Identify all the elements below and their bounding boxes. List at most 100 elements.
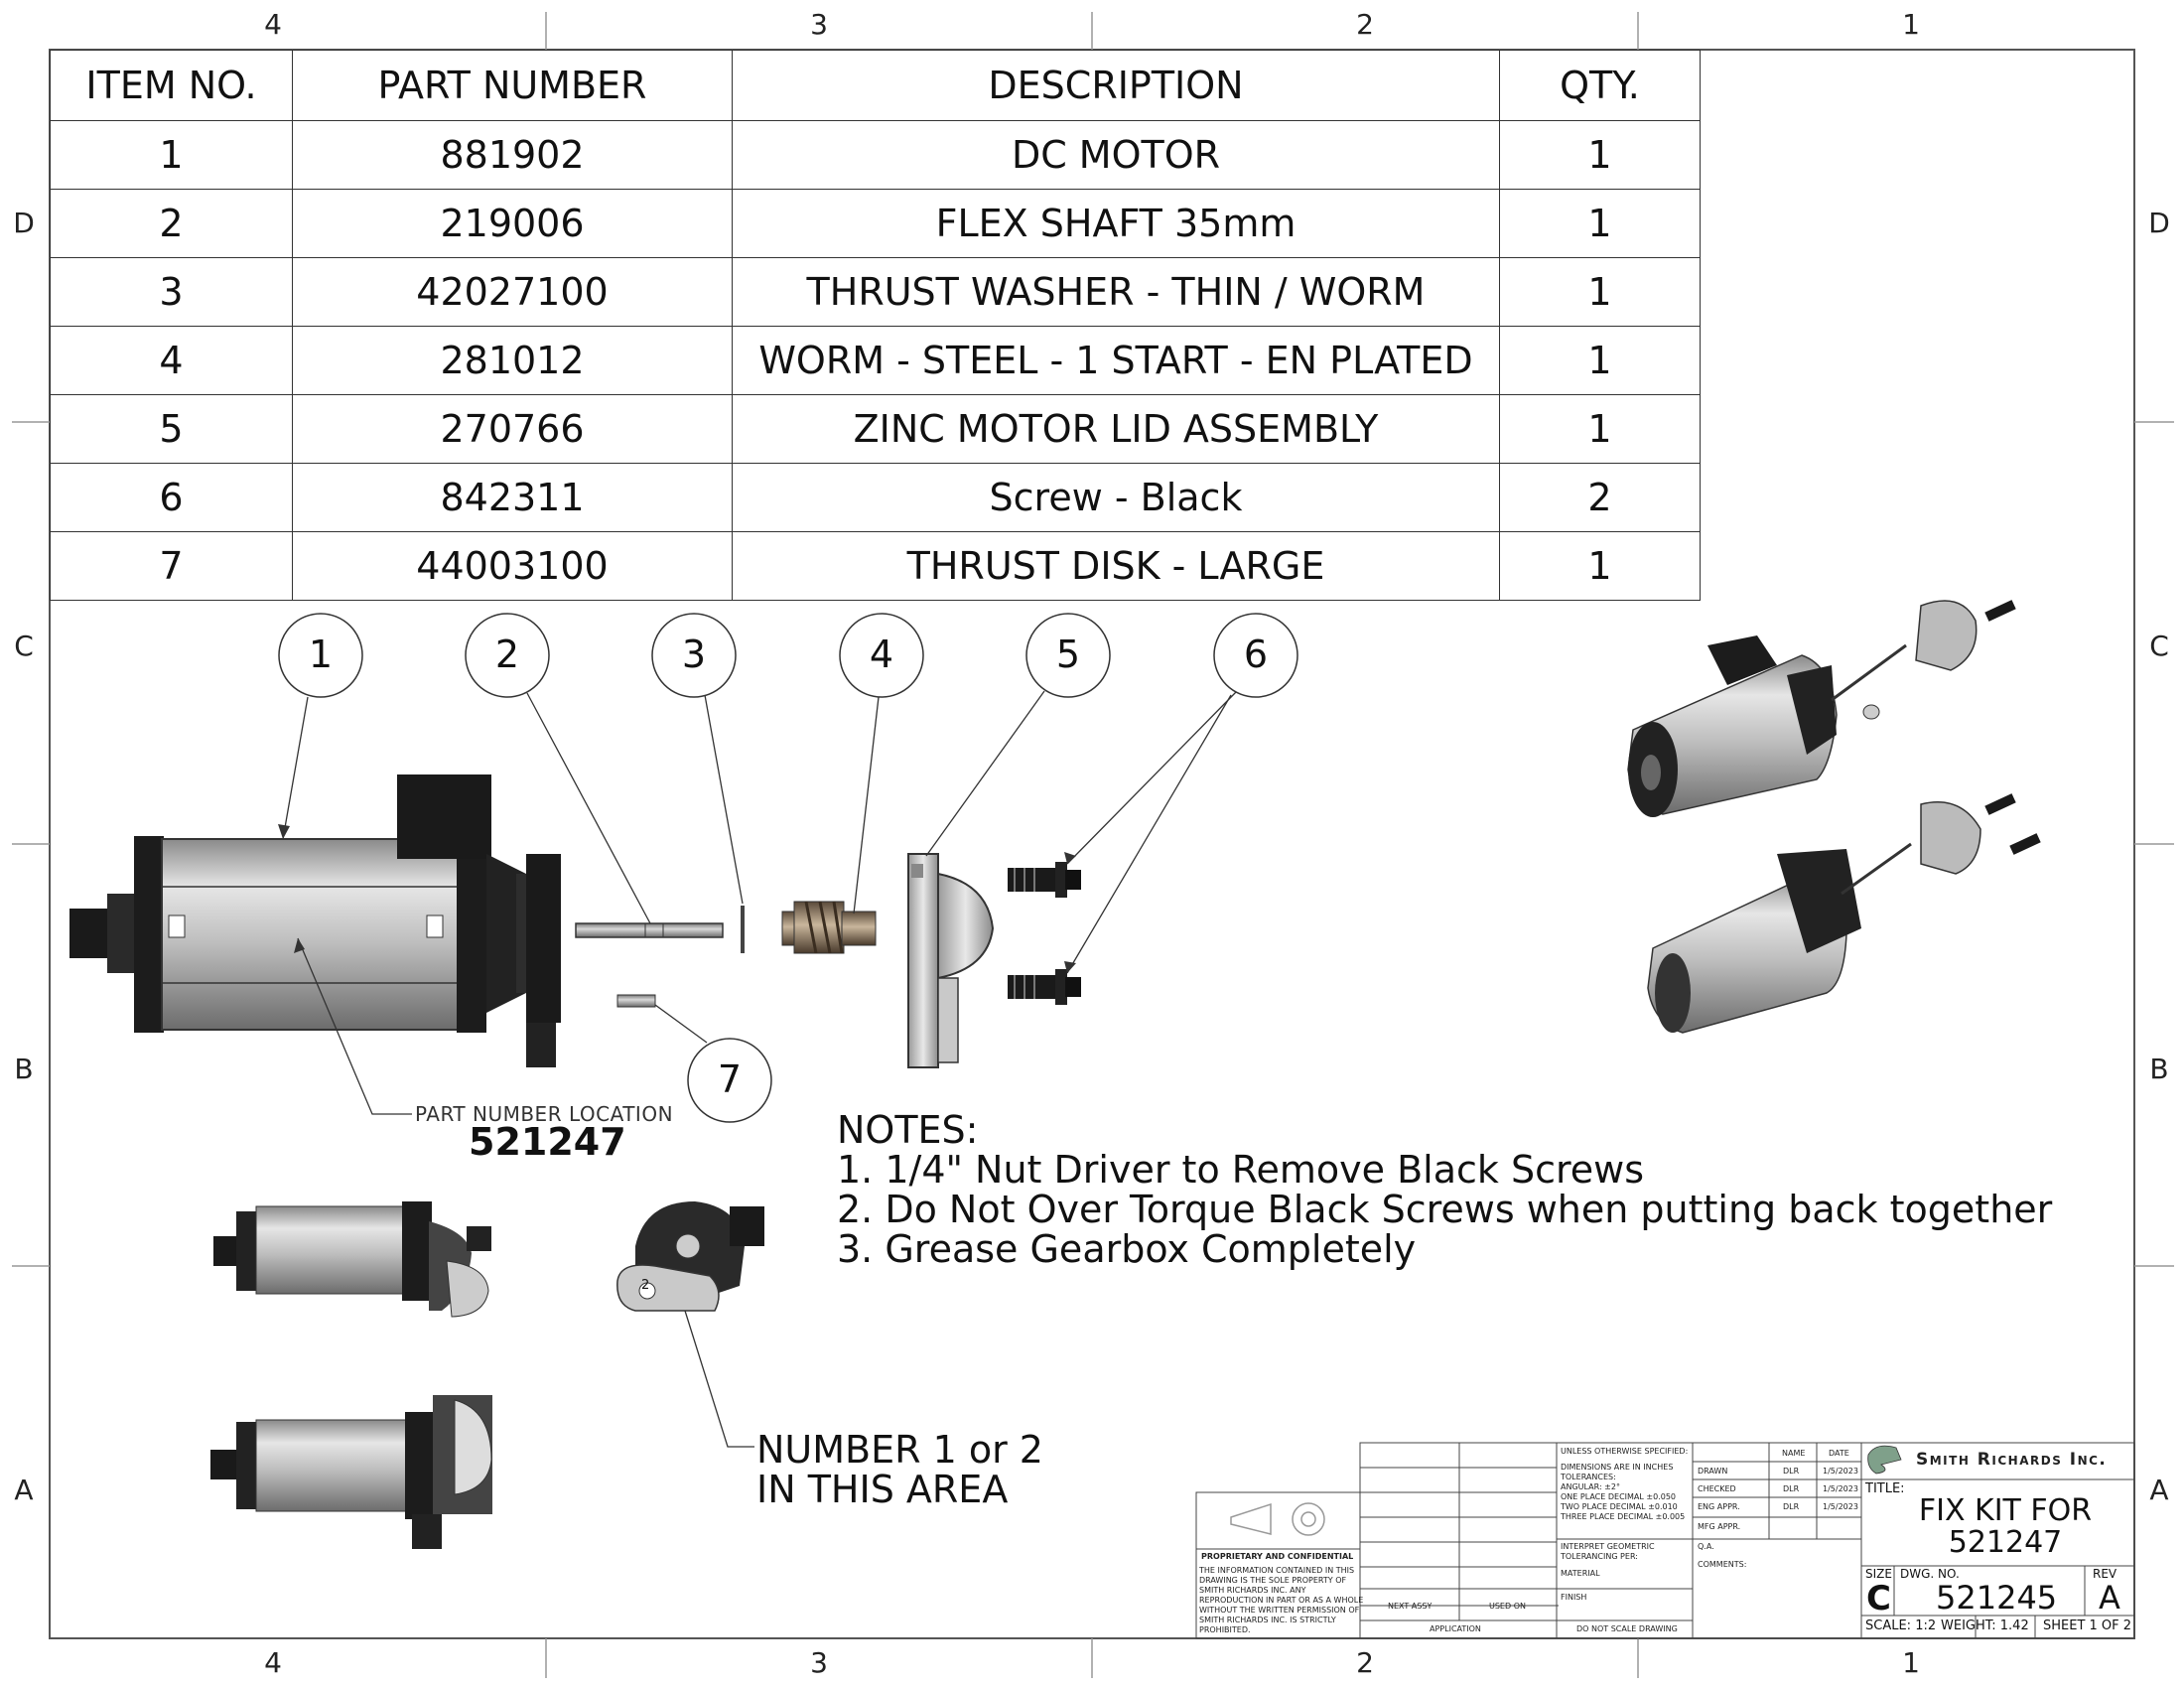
balloon-1: 1 (308, 633, 334, 676)
approval-role: CHECKED (1698, 1484, 1736, 1493)
bom-qty: 1 (1499, 326, 1701, 395)
table-row: 4 281012 WORM - STEEL - 1 START - EN PLA… (50, 326, 1701, 395)
bom-qty: 2 (1499, 463, 1701, 532)
bom-part-number: 842311 (292, 463, 733, 532)
table-row: 6 842311 Screw - Black 2 (50, 463, 1701, 532)
size-label: SIZE (1865, 1567, 1892, 1581)
interpret-geometric-label: INTERPRET GEOMETRIC TOLERANCING PER: (1561, 1542, 1655, 1561)
leader-arrowheads (278, 824, 1076, 973)
approval-name: DLR (1783, 1502, 1800, 1511)
bom-item-no: 1 (50, 120, 293, 190)
drawing-title: FIX KIT FOR 521247 (1918, 1493, 2093, 1560)
bom-item-no: 6 (50, 463, 293, 532)
material-label: MATERIAL (1561, 1569, 1600, 1578)
bom-qty: 1 (1499, 394, 1701, 464)
lid-view-number-label: 2 (641, 1278, 650, 1293)
title-block-frame (1195, 1442, 2135, 1639)
bom-header-part: PART NUMBER (292, 50, 733, 121)
approval-name-header: NAME (1782, 1449, 1806, 1458)
notes-block: NOTES: 1. 1/4" Nut Driver to Remove Blac… (837, 1110, 2052, 1269)
balloon-circles (278, 613, 1298, 1123)
balloon-7: 7 (717, 1057, 743, 1101)
bom-part-number: 42027100 (292, 257, 733, 327)
number-area-line1: NUMBER 1 or 2 (756, 1428, 1043, 1472)
approval-date: 1/5/2023 (1823, 1484, 1858, 1493)
revision: A (2099, 1579, 2120, 1617)
bom-header-qty: QTY. (1499, 50, 1701, 121)
dc-motor-part (69, 774, 561, 1067)
finish-label: FINISH (1561, 1593, 1587, 1602)
zone-row-d-right: D (2148, 207, 2170, 239)
zone-ticks (12, 12, 2174, 1678)
bill-of-materials-table: ITEM NO. PART NUMBER DESCRIPTION QTY. 1 … (50, 50, 1701, 601)
projection-symbol-icon (1230, 1502, 1325, 1536)
bom-item-no: 7 (50, 531, 293, 601)
bom-description: THRUST DISK - LARGE (732, 531, 1500, 601)
zone-row-a-left: A (14, 1474, 34, 1506)
number-area-line2: IN THIS AREA (756, 1468, 1009, 1511)
bom-description: Screw - Black (732, 463, 1500, 532)
scale-value: SCALE: 1:2 (1865, 1618, 1937, 1633)
dwg-no-label: DWG. NO. (1900, 1567, 1960, 1581)
do-not-scale-label: DO NOT SCALE DRAWING (1576, 1624, 1678, 1633)
table-row: 7 44003100 THRUST DISK - LARGE 1 (50, 531, 1701, 601)
bom-description: FLEX SHAFT 35mm (732, 189, 1500, 258)
drawing-number: 521245 (1936, 1579, 2058, 1617)
bom-item-no: 5 (50, 394, 293, 464)
thrust-disk-part (616, 994, 656, 1008)
zone-col-3-top: 3 (810, 8, 828, 41)
approval-role: Q.A. (1698, 1542, 1714, 1551)
balloon-3: 3 (681, 633, 707, 676)
rev-label: REV (2093, 1567, 2117, 1581)
zone-row-a-right: A (2149, 1474, 2169, 1506)
assembled-isometric-view-1 (1627, 600, 2016, 817)
weight-value: WEIGHT: 1.42 (1941, 1618, 2029, 1633)
table-row: 3 42027100 THRUST WASHER - THIN / WORM 1 (50, 257, 1701, 327)
part-number-location-value: 521247 (469, 1120, 626, 1164)
approval-name: DLR (1783, 1484, 1800, 1493)
balloon-6: 6 (1243, 633, 1269, 676)
bom-item-no: 3 (50, 257, 293, 327)
table-row: 2 219006 FLEX SHAFT 35mm 1 (50, 189, 1701, 258)
note-item: 1. 1/4" Nut Driver to Remove Black Screw… (837, 1148, 1645, 1192)
assembled-isometric-view-2 (1647, 793, 2041, 1034)
balloon-5: 5 (1055, 633, 1081, 676)
table-row: 5 270766 ZINC MOTOR LID ASSEMBLY 1 (50, 394, 1701, 464)
zone-col-1-top: 1 (1902, 8, 1920, 41)
flex-shaft-part (575, 922, 724, 938)
balloon-leaders (282, 690, 1237, 1448)
bom-part-number: 44003100 (292, 531, 733, 601)
sheet-number: SHEET 1 OF 2 (2043, 1618, 2132, 1633)
tolerance-notes: UNLESS OTHERWISE SPECIFIED: DIMENSIONS A… (1561, 1447, 1689, 1521)
bom-item-no: 2 (50, 189, 293, 258)
proprietary-notice: THE INFORMATION CONTAINED IN THIS DRAWIN… (1199, 1566, 1364, 1634)
company-logo-icon (1867, 1445, 1902, 1475)
zone-row-d-left: D (13, 207, 35, 239)
bom-qty: 1 (1499, 120, 1701, 190)
bom-part-number: 881902 (292, 120, 733, 190)
zone-row-b-right: B (2149, 1053, 2169, 1085)
part-number-location-label: PART NUMBER LOCATION (415, 1102, 674, 1126)
zone-col-4-top: 4 (264, 8, 282, 41)
approval-role: MFG APPR. (1698, 1522, 1741, 1531)
zone-col-2-bottom: 2 (1356, 1646, 1374, 1679)
zone-col-1-bottom: 1 (1902, 1646, 1920, 1679)
number-area-callout: NUMBER 1 or 2 IN THIS AREA (756, 1430, 1043, 1509)
next-assy-label: NEXT ASSY (1388, 1602, 1433, 1611)
zone-col-3-bottom: 3 (810, 1646, 828, 1679)
zone-row-c-left: C (14, 630, 34, 662)
bom-part-number: 281012 (292, 326, 733, 395)
motor-lid-part (907, 853, 995, 1068)
zone-col-4-bottom: 4 (264, 1646, 282, 1679)
thrust-washer-part (741, 906, 745, 953)
table-row: 1 881902 DC MOTOR 1 (50, 120, 1701, 190)
bom-description: DC MOTOR (732, 120, 1500, 190)
lid-end-view (616, 1201, 764, 1312)
motor-side-view-2 (210, 1395, 492, 1549)
comments-label: COMMENTS: (1698, 1560, 1747, 1569)
bom-qty: 1 (1499, 257, 1701, 327)
note-item: 3. Grease Gearbox Completely (837, 1227, 1417, 1271)
approval-date: 1/5/2023 (1823, 1502, 1858, 1511)
used-on-label: USED ON (1489, 1602, 1526, 1611)
